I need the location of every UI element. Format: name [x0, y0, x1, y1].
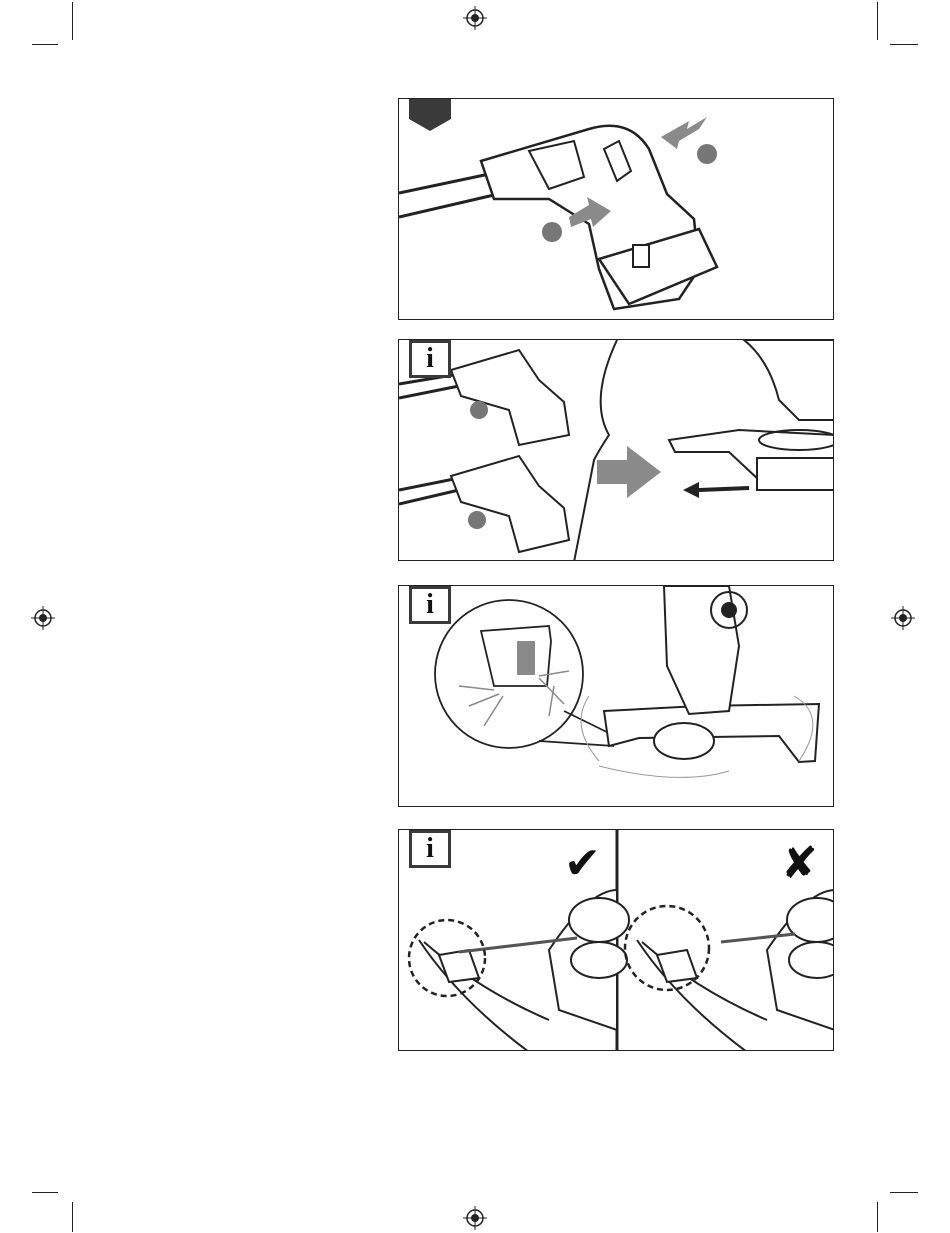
- crop-mark-top-right-v: [877, 2, 878, 40]
- registration-mark-top: [463, 6, 487, 30]
- panel-remove-battery-fit-guard: i: [398, 339, 834, 561]
- cross-icon: ✘: [781, 838, 818, 889]
- crop-mark-bottom-left-v: [72, 1202, 73, 1232]
- attach-battery-illustration: [399, 99, 834, 320]
- step-marker-pentagon: [409, 99, 451, 131]
- registration-mark-left: [31, 606, 55, 630]
- crop-mark-top-left-h: [32, 44, 58, 45]
- callout-2: [697, 144, 717, 164]
- info-icon: i: [412, 589, 448, 621]
- arrow-press-down: [661, 117, 707, 149]
- info-badge: i: [409, 586, 451, 624]
- crop-mark-bottom-right-v: [877, 1202, 878, 1232]
- info-badge: i: [409, 340, 451, 378]
- arrow-right-gray: [597, 446, 661, 498]
- incorrect-half: [625, 890, 834, 1051]
- crop-mark-bottom-left-h: [32, 1192, 58, 1193]
- guard-click-illustration: [399, 586, 834, 807]
- info-icon: i: [412, 343, 448, 375]
- correct-half: [409, 890, 629, 1051]
- crop-mark-top-right-h: [890, 44, 918, 45]
- check-icon: ✔: [564, 838, 601, 889]
- info-icon: i: [412, 833, 448, 865]
- remove-battery-illustration: [399, 340, 834, 561]
- panel-guard-click-in: i: [398, 585, 834, 807]
- crop-mark-bottom-right-h: [890, 1192, 918, 1193]
- info-badge: i: [409, 830, 451, 868]
- registration-mark-bottom: [463, 1206, 487, 1230]
- correct-incorrect-illustration: ✔ ✘: [399, 830, 834, 1051]
- callout-1: [542, 222, 562, 242]
- panel-attach-battery: [398, 98, 834, 320]
- panel-correct-vs-incorrect: ✔ ✘ i: [398, 829, 834, 1051]
- registration-mark-right: [891, 606, 915, 630]
- crop-mark-top-left-v: [72, 2, 73, 40]
